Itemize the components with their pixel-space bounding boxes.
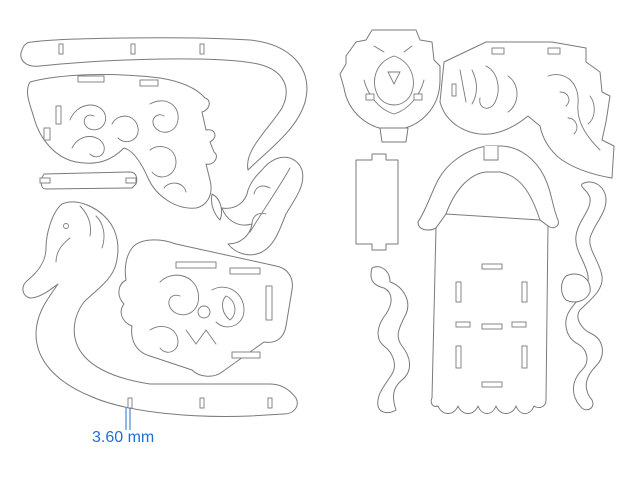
arch-top-notch	[483, 146, 499, 161]
base-slot-1	[127, 397, 133, 409]
wing-scroll-ornament	[69, 100, 187, 193]
wing-slot-v2	[55, 105, 62, 125]
sleigh-slot-4	[231, 351, 261, 359]
top-rail-part	[20, 37, 308, 171]
sleigh-ornament	[149, 274, 245, 353]
right-sheet	[339, 29, 615, 414]
medallion-ornament	[363, 45, 425, 115]
horse-base-part	[22, 201, 298, 417]
dimension-label: 3.60 mm	[92, 429, 155, 446]
side-bar-part	[40, 171, 138, 190]
sleigh-slot-3	[265, 285, 273, 321]
right-runner-tail	[561, 273, 591, 303]
sleigh-slot-2	[229, 267, 261, 275]
back-slot-2	[547, 47, 561, 55]
top-rail-slot-1	[58, 43, 64, 55]
leaf-tip	[211, 193, 223, 221]
medallion-part	[339, 29, 441, 131]
bottom-panel-slots	[455, 263, 528, 388]
leaf-vein	[249, 167, 291, 233]
horse-eye	[63, 223, 69, 229]
medallion-bottom-tab	[379, 127, 409, 143]
sleigh-slot-1	[175, 261, 217, 269]
bar-slot-2	[125, 177, 137, 184]
base-slot-2	[199, 397, 205, 409]
base-slot-3	[267, 397, 273, 409]
back-panel-ornament	[451, 65, 601, 151]
top-rail-slot-2	[130, 43, 136, 55]
back-ornate-panel	[439, 41, 615, 179]
left-sheet	[20, 37, 308, 430]
left-runner-part	[370, 266, 410, 414]
bar-slot-1	[39, 177, 51, 184]
dimension-marker	[125, 408, 131, 430]
small-plate-part	[355, 153, 399, 251]
wing-top-slot-2	[139, 79, 159, 87]
top-rail-slot-3	[199, 43, 205, 55]
wing-top-slot-1	[77, 75, 105, 83]
horse-mane	[55, 205, 105, 263]
wing-slot-v1	[43, 127, 51, 141]
back-slot-1	[491, 47, 505, 55]
arch-frame-part	[417, 145, 559, 231]
leaf-ornament-part	[221, 156, 304, 256]
